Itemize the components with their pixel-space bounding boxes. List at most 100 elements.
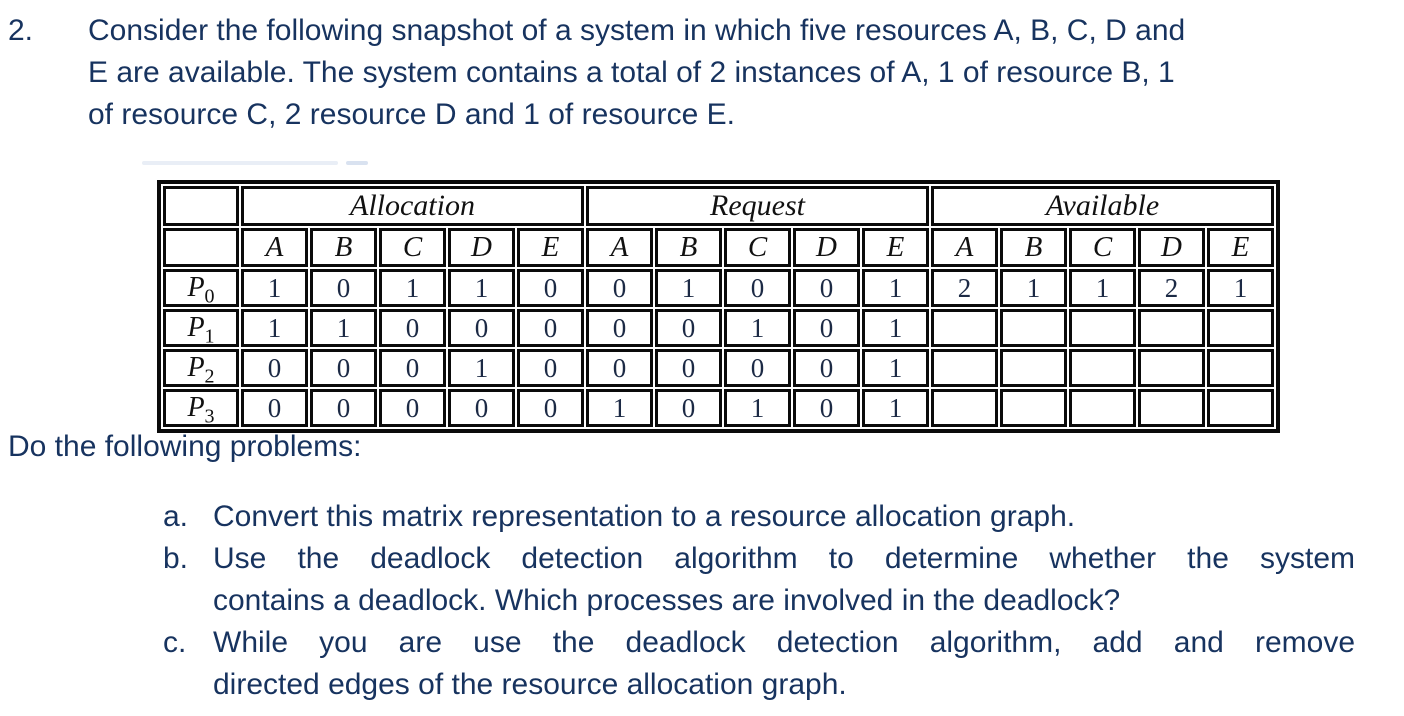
cell-p3-allocation-a: 0 [241, 389, 308, 427]
problem-item-c: c. While you are use the deadlock detect… [163, 622, 1355, 664]
cell-p2-allocation-a: 0 [241, 349, 308, 387]
table-section-header-row: Allocation Request Available [163, 186, 1274, 226]
cell-p1-available-e [1207, 309, 1274, 347]
cell-p1-available-b [1000, 309, 1067, 347]
cell-p1-request-e: 1 [862, 309, 929, 347]
cell-p0-request-e: 1 [862, 269, 929, 307]
col-header-request-a: A [586, 228, 653, 267]
problem-marker-b: b. [163, 542, 189, 575]
cell-p3-allocation-d: 0 [448, 389, 515, 427]
col-header-request-c: C [724, 228, 791, 267]
col-header-request-b: B [655, 228, 722, 267]
cell-p0-request-d: 0 [793, 269, 860, 307]
problem-marker-c: c. [163, 626, 187, 659]
problem-item-a: a. Convert this matrix representation to… [163, 496, 1355, 538]
cell-p3-request-b: 0 [655, 389, 722, 427]
problem-text-c-line-1: While you are use the deadlock detection… [213, 626, 1355, 659]
cell-p1-available-a [931, 309, 998, 347]
cell-p0-allocation-d: 1 [448, 269, 515, 307]
table-row-p2: P2 0 0 0 1 0 0 0 0 0 1 [163, 349, 1274, 387]
cell-p1-allocation-a: 1 [241, 309, 308, 347]
cell-p2-allocation-c: 0 [379, 349, 446, 387]
cell-p2-request-a: 0 [586, 349, 653, 387]
row-label-sub: 1 [204, 325, 215, 347]
table-row-p1: P1 1 1 0 0 0 0 0 1 0 1 [163, 309, 1274, 347]
cell-p3-allocation-c: 0 [379, 389, 446, 427]
cell-p3-request-c: 1 [724, 389, 791, 427]
cell-p0-available-b: 1 [1000, 269, 1067, 307]
problem-item-b-continued: contains a deadlock. Which processes are… [163, 580, 1355, 622]
cell-p0-request-c: 0 [724, 269, 791, 307]
cell-p2-request-b: 0 [655, 349, 722, 387]
cell-p3-available-b [1000, 389, 1067, 427]
question-number: 2. [8, 14, 34, 47]
cell-p1-allocation-b: 1 [310, 309, 377, 347]
cell-p0-request-a: 0 [586, 269, 653, 307]
cell-p3-request-d: 0 [793, 389, 860, 427]
question-text-line-3: of resource C, 2 resource D and 1 of res… [88, 98, 735, 131]
col-header-allocation-d: D [448, 228, 515, 267]
resource-matrix-table: Allocation Request Available A B C D E A… [157, 180, 1280, 433]
col-header-request-e: E [862, 228, 929, 267]
cell-p0-allocation-e: 0 [517, 269, 584, 307]
cell-p2-allocation-e: 0 [517, 349, 584, 387]
section-header-allocation: Allocation [241, 186, 584, 226]
col-header-allocation-b: B [310, 228, 377, 267]
cell-p0-available-c: 1 [1069, 269, 1136, 307]
row-label-sub: 3 [204, 405, 215, 427]
col-header-available-e: E [1207, 228, 1274, 267]
col-header-allocation-c: C [379, 228, 446, 267]
problem-text-a-line-1: Convert this matrix representation to a … [213, 500, 1076, 533]
col-header-allocation-a: A [241, 228, 308, 267]
row-label-p3: P3 [163, 389, 239, 427]
col-header-available-b: B [1000, 228, 1067, 267]
cell-p3-request-a: 1 [586, 389, 653, 427]
problem-text-b-line-2: contains a deadlock. Which processes are… [213, 584, 1121, 617]
cell-p0-allocation-b: 0 [310, 269, 377, 307]
cell-p0-allocation-a: 1 [241, 269, 308, 307]
cell-p1-allocation-c: 0 [379, 309, 446, 347]
cell-p2-request-c: 0 [724, 349, 791, 387]
row-label-p1: P1 [163, 309, 239, 347]
row-label-p0: P0 [163, 269, 239, 307]
cell-p2-allocation-b: 0 [310, 349, 377, 387]
problem-text-c-line-2: directed edges of the resource allocatio… [213, 668, 847, 701]
cell-p1-allocation-e: 0 [517, 309, 584, 347]
table-row-p0: P0 1 0 1 1 0 0 1 0 0 1 2 1 1 2 1 [163, 269, 1274, 307]
cell-p1-request-a: 0 [586, 309, 653, 347]
cell-p1-request-b: 0 [655, 309, 722, 347]
col-header-allocation-e: E [517, 228, 584, 267]
cell-p1-available-d [1138, 309, 1205, 347]
row-label-base: P [187, 392, 205, 423]
cell-p2-available-c [1069, 349, 1136, 387]
table-column-header-row: A B C D E A B C D E A B C D E [163, 228, 1274, 267]
corner-cell [163, 228, 239, 267]
col-header-available-a: A [931, 228, 998, 267]
corner-cell [163, 186, 239, 226]
problem-item-b: b. Use the deadlock detection algorithm … [163, 538, 1355, 580]
cell-p0-available-e: 1 [1207, 269, 1274, 307]
cell-p1-request-d: 0 [793, 309, 860, 347]
prompt-text: Do the following problems: [8, 430, 362, 463]
cell-p3-available-e [1207, 389, 1274, 427]
cell-p1-allocation-d: 0 [448, 309, 515, 347]
cell-p2-request-d: 0 [793, 349, 860, 387]
cell-p1-request-c: 1 [724, 309, 791, 347]
cell-p0-available-a: 2 [931, 269, 998, 307]
problem-item-c-continued: directed edges of the resource allocatio… [163, 664, 1355, 706]
cell-p3-allocation-e: 0 [517, 389, 584, 427]
col-header-available-d: D [1138, 228, 1205, 267]
row-label-base: P [187, 272, 205, 303]
cell-p3-request-e: 1 [862, 389, 929, 427]
row-label-sub: 0 [204, 285, 215, 307]
col-header-available-c: C [1069, 228, 1136, 267]
row-label-base: P [187, 312, 205, 343]
row-label-p2: P2 [163, 349, 239, 387]
cell-p0-request-b: 1 [655, 269, 722, 307]
cell-p3-available-d [1138, 389, 1205, 427]
question-text-line-1: Consider the following snapshot of a sys… [88, 14, 1186, 47]
row-label-sub: 2 [204, 365, 215, 387]
scan-artifact-line [142, 161, 338, 165]
cell-p3-available-a [931, 389, 998, 427]
